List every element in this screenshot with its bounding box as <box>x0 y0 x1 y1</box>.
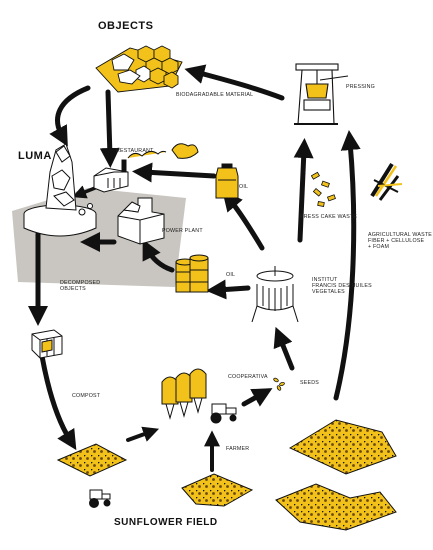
agricultural-waste-label: AGRICULTURAL WASTE FIBER + CELLULOSE + F… <box>368 232 432 251</box>
luma-tower-icon <box>23 143 97 237</box>
arrow-oil-to-restaurant <box>132 162 217 183</box>
arrow-institut-to-pressing <box>293 138 314 243</box>
power-plant-icon <box>117 197 165 245</box>
arrow-pressing-to-objects <box>184 64 285 101</box>
power-plant-label: POWER PLANT <box>162 228 203 234</box>
seeds-label: SEEDS <box>300 380 319 386</box>
tractor-field-icon <box>89 489 111 508</box>
cooperativa-silos-icon <box>161 368 207 420</box>
arrow-field-to-pressing <box>333 130 361 401</box>
oil-bottle-label: OIL <box>239 184 249 190</box>
restaurant-icon <box>93 143 199 193</box>
decomposed-line-2: OBJECTS <box>60 286 86 293</box>
arrow-objects-to-luma <box>49 85 91 147</box>
luma-title: LUMA <box>18 150 52 162</box>
oil-press-icon <box>294 63 349 125</box>
agricultural-waste-icon <box>370 162 403 201</box>
hexagon-objects-icon <box>95 45 183 93</box>
institut-line-3: VEGETALES <box>312 289 345 296</box>
flow-arrows <box>28 64 361 472</box>
restaurant-label: RESTAURANT <box>116 148 154 154</box>
arrow-institut-to-oil <box>206 279 251 300</box>
farmer-label: FARMER <box>226 446 250 452</box>
arrow-objects-to-restaurant <box>99 89 120 168</box>
arrow-field-to-coop <box>126 426 160 442</box>
oil-barrels-icon <box>175 254 209 293</box>
tractor-icon <box>210 403 237 424</box>
pressing-label: PRESSING <box>346 84 375 90</box>
oil-bottle-icon <box>215 163 239 199</box>
press-cake-waste-label: PRESS CAKE WASTE <box>300 214 358 220</box>
arrow-crate-to-field <box>39 353 77 451</box>
sunflower-field-title: SUNFLOWER FIELD <box>114 517 218 528</box>
sunflower-field-icon <box>56 419 397 531</box>
arrow-seeds-to-institut <box>273 326 295 371</box>
seed-icon <box>273 377 285 391</box>
decomposed-line-1: DECOMPOSED <box>60 280 101 286</box>
arrow-barrels-to-power <box>142 239 175 273</box>
compost-crate-icon <box>31 329 63 359</box>
agricultural-waste-line-2: FIBER + CELLULOSE <box>368 238 425 245</box>
institut-line-2: FRANCIS DES HUILES <box>312 283 372 290</box>
biodegradable-material-label: BIODAGRADABLE MATERIAL <box>176 92 254 98</box>
arrow-tractor-to-seeds <box>241 388 273 407</box>
objects-title: OBJECTS <box>98 20 154 32</box>
institut-line-1: INSTITUT <box>312 277 338 283</box>
cooperativa-label: COOPERATIVA <box>228 374 268 380</box>
agricultural-waste-line-3: + FOAM <box>368 244 390 251</box>
agricultural-waste-line-1: AGRICULTURAL WASTE <box>368 232 433 238</box>
press-cake-icon <box>310 171 336 207</box>
oil-barrels-label: OIL <box>226 272 236 278</box>
compost-label: COMPOST <box>72 393 101 399</box>
institut-press-icon <box>251 266 299 323</box>
decomposed-objects-label: DECOMPOSED OBJECTS <box>60 280 100 292</box>
institut-label: INSTITUT FRANCIS DES HUILES VEGETALES <box>312 277 372 296</box>
arrow-institut-to-bottle <box>222 190 265 251</box>
